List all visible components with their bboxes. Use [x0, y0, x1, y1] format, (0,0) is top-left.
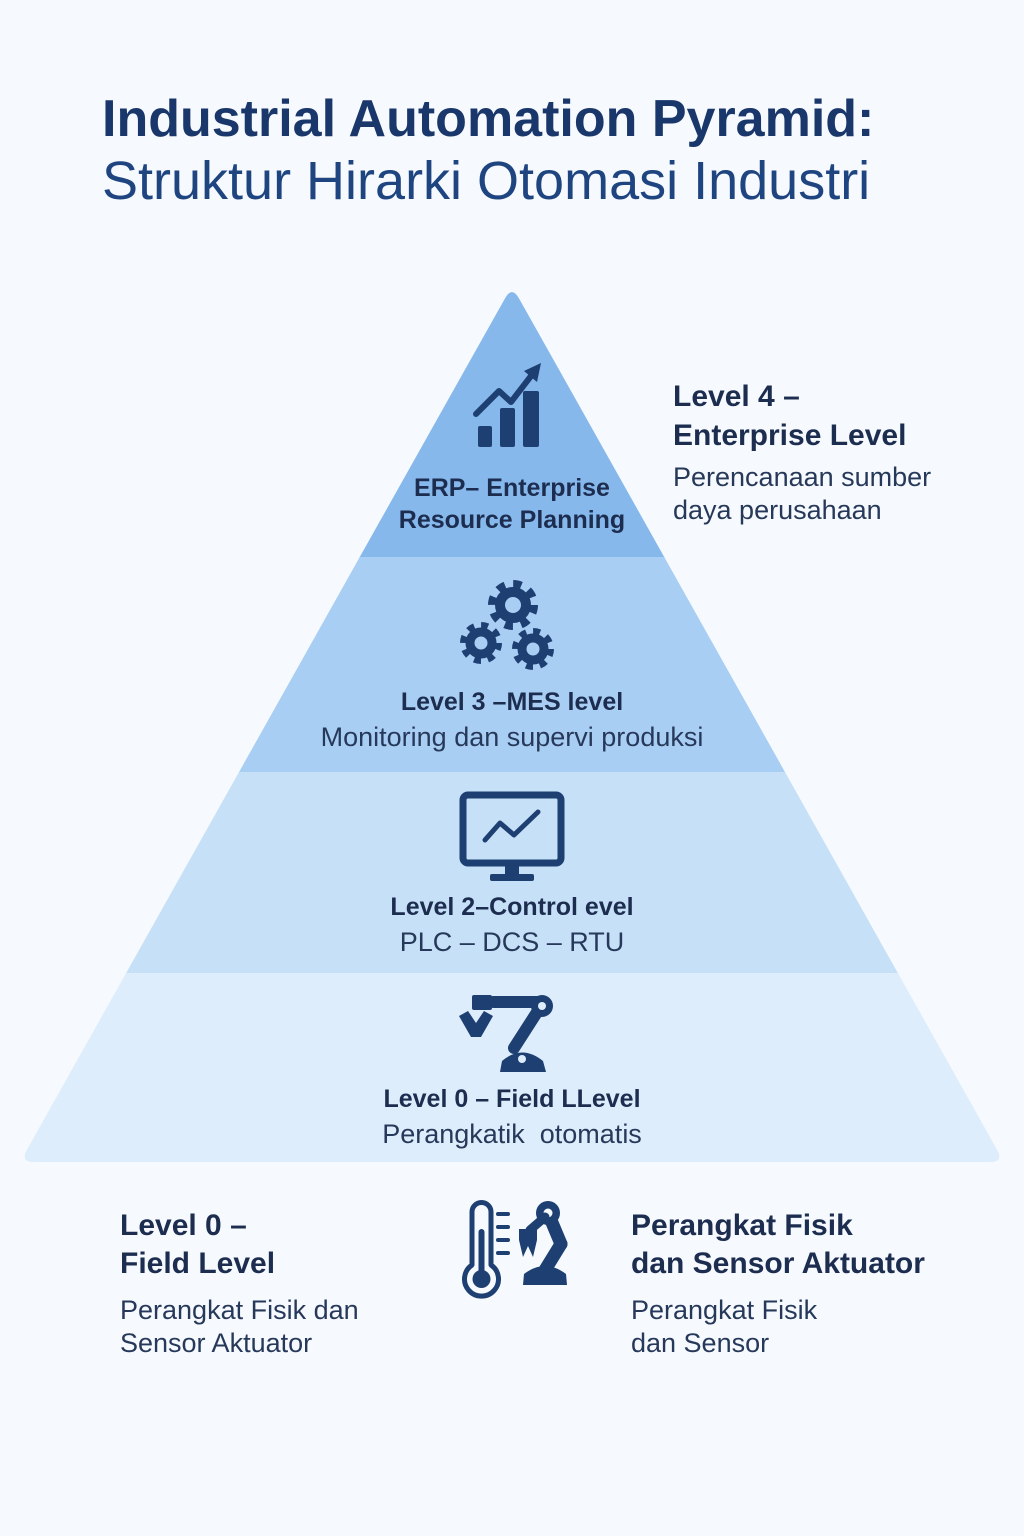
chart-bar [523, 391, 539, 447]
monitor-neck [505, 865, 519, 875]
level-erp-text: ERP– Enterprise Resource Planning [282, 472, 742, 536]
gear [488, 580, 538, 630]
footer-right-heading: Perangkat Fisik [631, 1209, 853, 1242]
monitor-chart-line [482, 809, 541, 843]
robot-arm-icon [459, 995, 553, 1072]
footer-right-description-line: dan Sensor [631, 1328, 770, 1358]
thermometer-bulb [472, 1270, 491, 1288]
monitor-base [490, 874, 534, 881]
growth-arrow-head [524, 363, 541, 382]
level-mes-heading: Level 3 –MES level [400, 688, 624, 716]
robot-arm-icon [519, 1201, 568, 1285]
level-field-text: Level 0 – Field LLevel Perangkatik otoma… [282, 1083, 742, 1153]
gear-body [465, 627, 497, 659]
footer-left-heading: Field Level [120, 1247, 276, 1280]
gear [512, 628, 554, 670]
gear-body [495, 587, 531, 623]
robot-base-joint-hole [518, 1055, 526, 1063]
chart-bar [500, 408, 515, 447]
robot-joint-hole [538, 1002, 546, 1010]
monitor-chart-icon [459, 791, 565, 881]
thermometer-icon [462, 1200, 510, 1299]
bar-chart-growth-icon [473, 363, 541, 447]
side-label-heading: Level 4 – [673, 380, 800, 413]
side-label-heading: Enterprise Level [673, 419, 907, 452]
level-control-description: PLC – DCS – RTU [399, 927, 625, 957]
footer-left-description-line: Sensor Aktuator [120, 1328, 313, 1358]
footer-left-description-line: Perangkat Fisik dan [120, 1295, 359, 1325]
side-label-enterprise: Level 4 – Enterprise Level Perencanaan s… [673, 377, 1013, 527]
footer-right-heading: dan Sensor Aktuator [631, 1247, 925, 1280]
footer-left-block: Level 0 – Field Level Perangkat Fisik da… [120, 1207, 420, 1360]
level-mes-description: Monitoring dan supervi produksi [320, 722, 704, 752]
side-label-description-line: Perencanaan sumber [673, 462, 932, 492]
side-label-description: Perencanaan sumber daya perusahaan [673, 461, 1013, 527]
robot-gripper [519, 1229, 537, 1257]
footer-right-description: Perangkat Fisik dan Sensor [631, 1294, 1011, 1360]
gear [460, 622, 502, 664]
level-field-heading: Level 0 – Field LLevel [383, 1085, 641, 1113]
gear-teeth [460, 622, 502, 664]
level-field-description: Perangkatik otomatis [382, 1119, 642, 1149]
footer-left-description: Perangkat Fisik dan Sensor Aktuator [120, 1294, 420, 1360]
level-control-text: Level 2–Control evel PLC – DCS – RTU [282, 891, 742, 961]
monitor-screen [459, 791, 565, 867]
level-erp-heading: Resource Planning [398, 506, 626, 534]
robot-gripper-mount [472, 995, 492, 1010]
chart-bar [478, 426, 492, 447]
level-erp-heading: ERP– Enterprise [414, 474, 610, 502]
level-control-heading: Level 2–Control evel [390, 893, 634, 921]
side-label-description-line: daya perusahaan [673, 495, 882, 525]
footer-right-block: Perangkat Fisik dan Sensor Aktuator Pera… [631, 1207, 1011, 1360]
thermometer-outline [462, 1200, 501, 1299]
gear-body [517, 633, 549, 665]
robot-upper-arm [490, 996, 542, 1008]
growth-arrow-line [473, 373, 534, 417]
robot-forearm [525, 1212, 550, 1235]
footer-left-heading: Level 0 – [120, 1209, 247, 1242]
page-title: Industrial Automation Pyramid: [102, 90, 875, 148]
robot-gripper [459, 1011, 493, 1037]
gears-icon [460, 580, 554, 670]
footer-right-description-line: Perangkat Fisik [631, 1295, 818, 1325]
gear-teeth [488, 580, 538, 630]
page-subtitle: Struktur Hirarki Otomasi Industri [102, 151, 871, 211]
gear-teeth [512, 628, 554, 670]
level-mes-text: Level 3 –MES level Monitoring dan superv… [282, 686, 742, 756]
